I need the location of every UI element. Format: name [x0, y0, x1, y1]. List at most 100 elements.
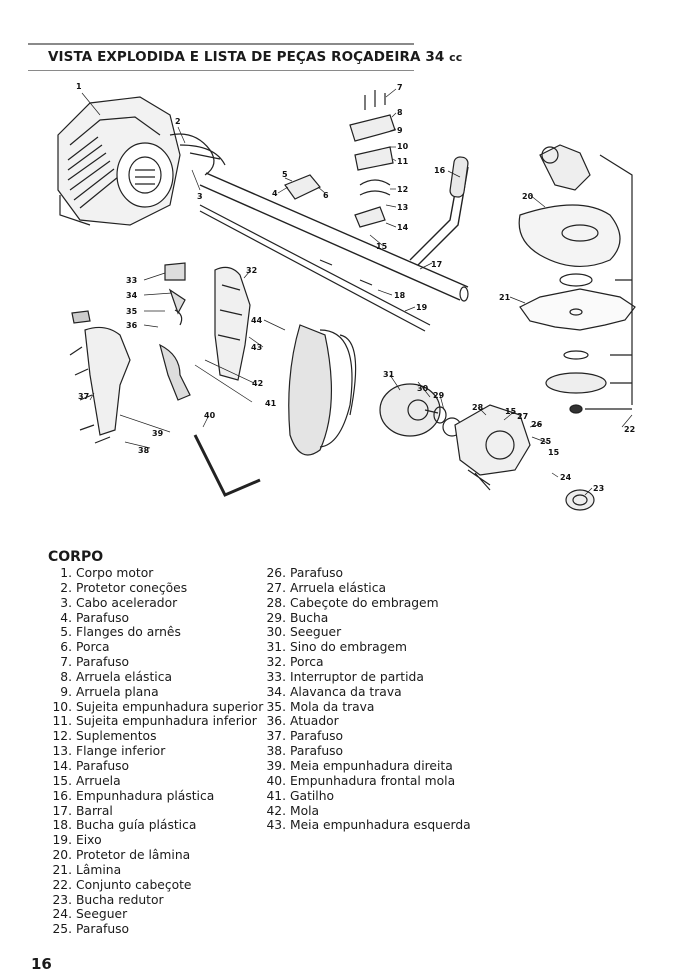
- part-number: 11.: [52, 714, 72, 729]
- callout-12: 12: [397, 185, 408, 194]
- part-name: Atuador: [290, 714, 339, 729]
- callout-9: 9: [397, 126, 403, 135]
- part-number: 32.: [266, 655, 286, 670]
- callout-16: 16: [434, 166, 446, 175]
- callout-29: 29: [433, 391, 445, 400]
- part-item: 12.Suplementos: [48, 729, 263, 744]
- part-number: 12.: [52, 729, 72, 744]
- part-name: Cabeçote do embragem: [290, 595, 439, 610]
- part-name: Parafuso: [290, 729, 344, 744]
- part-number: 17.: [52, 803, 72, 818]
- part-name: Cabo acelerador: [76, 595, 178, 610]
- part-number: 19.: [52, 833, 72, 848]
- callout-13: 13: [397, 203, 408, 212]
- callout-28: 28: [472, 403, 484, 412]
- part-number: 13.: [52, 744, 72, 759]
- part-number: 22.: [52, 877, 72, 892]
- part-name: Bucha guía plástica: [76, 818, 197, 833]
- callout-3: 3: [197, 192, 203, 201]
- part-number: 27.: [266, 580, 286, 595]
- part-name: Porca: [290, 655, 324, 670]
- part-number: 8.: [60, 669, 72, 684]
- engine-body-drawing: [57, 96, 181, 226]
- callout-33: 33: [126, 276, 137, 285]
- part-name: Eixo: [76, 833, 102, 848]
- callout-20: 20: [522, 192, 534, 201]
- part-item: 16.Empunhadura plástica: [48, 789, 263, 804]
- callout-11: 11: [397, 157, 409, 166]
- part-item: 5.Flanges do arnês: [48, 625, 263, 640]
- part-name: Sujeita empunhadura inferior: [76, 714, 257, 729]
- part-number: 18.: [52, 818, 72, 833]
- part-number: 39.: [266, 758, 286, 773]
- callout-7: 7: [397, 83, 403, 92]
- callout-39: 39: [152, 429, 164, 438]
- part-item: 6.Porca: [48, 640, 263, 655]
- part-number: 25.: [52, 922, 72, 937]
- part-name: Arruela: [76, 773, 121, 788]
- callout-37: 37: [78, 392, 89, 401]
- part-number: 4.: [60, 610, 72, 625]
- callout-26: 26: [531, 420, 543, 429]
- callout-34: 34: [126, 291, 138, 300]
- part-name: Meia empunhadura direita: [290, 758, 453, 773]
- part-name: Sujeita empunhadura superior: [76, 699, 264, 714]
- callout-40: 40: [204, 411, 216, 420]
- part-item: 24. Seeguer: [48, 907, 263, 922]
- callout-2: 2: [175, 117, 181, 126]
- part-name: Protetor de lâmina: [76, 848, 191, 863]
- part-item: 39. Meia empunhadura direita: [262, 759, 471, 774]
- part-name: Flange inferior: [76, 744, 166, 759]
- callout-25: 25: [540, 437, 552, 446]
- title-rule-bottom: [28, 70, 414, 71]
- part-name: Arruela elástica: [290, 580, 386, 595]
- part-item: 3. Cabo acelerador: [48, 596, 263, 611]
- callout-31: 31: [383, 370, 395, 379]
- part-name: Protetor coneções: [76, 580, 188, 595]
- part-name: Parafuso: [76, 758, 130, 773]
- callout-30: 30: [417, 384, 429, 393]
- part-item: 29.Bucha: [262, 611, 471, 626]
- part-name: Arruela elástica: [76, 669, 172, 684]
- part-name: Seeguer: [76, 907, 128, 922]
- section-heading: CORPO: [48, 549, 104, 565]
- callout-14: 14: [397, 223, 409, 232]
- part-name: Seeguer: [290, 625, 342, 640]
- part-item: 28.Cabeçote do embragem: [262, 596, 471, 611]
- callout-1: 1: [76, 82, 82, 91]
- part-name: Arruela plana: [76, 684, 159, 699]
- callout-15: 15: [376, 242, 388, 251]
- part-name: Interruptor de partida: [290, 669, 424, 684]
- callout-18: 18: [394, 291, 406, 300]
- part-number: 24.: [52, 907, 72, 922]
- callout-44: 44: [251, 316, 263, 325]
- part-number: 3.: [60, 595, 72, 610]
- callout-23: 23: [593, 484, 604, 493]
- part-number: 43.: [266, 818, 286, 833]
- part-item: 31.Sino do embragem: [262, 640, 471, 655]
- callout-6: 6: [323, 191, 329, 200]
- part-name: Parafuso: [76, 610, 130, 625]
- callout-8: 8: [397, 108, 403, 117]
- part-number: 33.: [266, 669, 286, 684]
- page-number: 16: [31, 955, 52, 973]
- part-number: 41.: [266, 788, 286, 803]
- part-name: Lâmina: [76, 862, 122, 877]
- part-number: 6.: [60, 640, 72, 655]
- callout-36: 36: [126, 321, 138, 330]
- part-item: 20. Protetor de lâmina: [48, 848, 263, 863]
- callout-43: 43: [251, 343, 262, 352]
- part-name: Bucha redutor: [76, 892, 164, 907]
- callout-21: 21: [499, 293, 511, 302]
- part-item: 15.Arruela: [48, 774, 263, 789]
- callout-42: 42: [252, 379, 263, 388]
- part-item: 38.Parafuso: [262, 744, 471, 759]
- part-number: 37.: [266, 729, 286, 744]
- part-number: 38.: [266, 744, 286, 759]
- part-number: 1.: [60, 566, 72, 580]
- part-number: 20.: [52, 848, 72, 863]
- part-item: 2.Protetor coneções: [48, 581, 263, 596]
- callout-15c: 15: [548, 448, 560, 457]
- page-title: VISTA EXPLODIDA E LISTA DE PEÇAS ROÇADEI…: [48, 49, 463, 65]
